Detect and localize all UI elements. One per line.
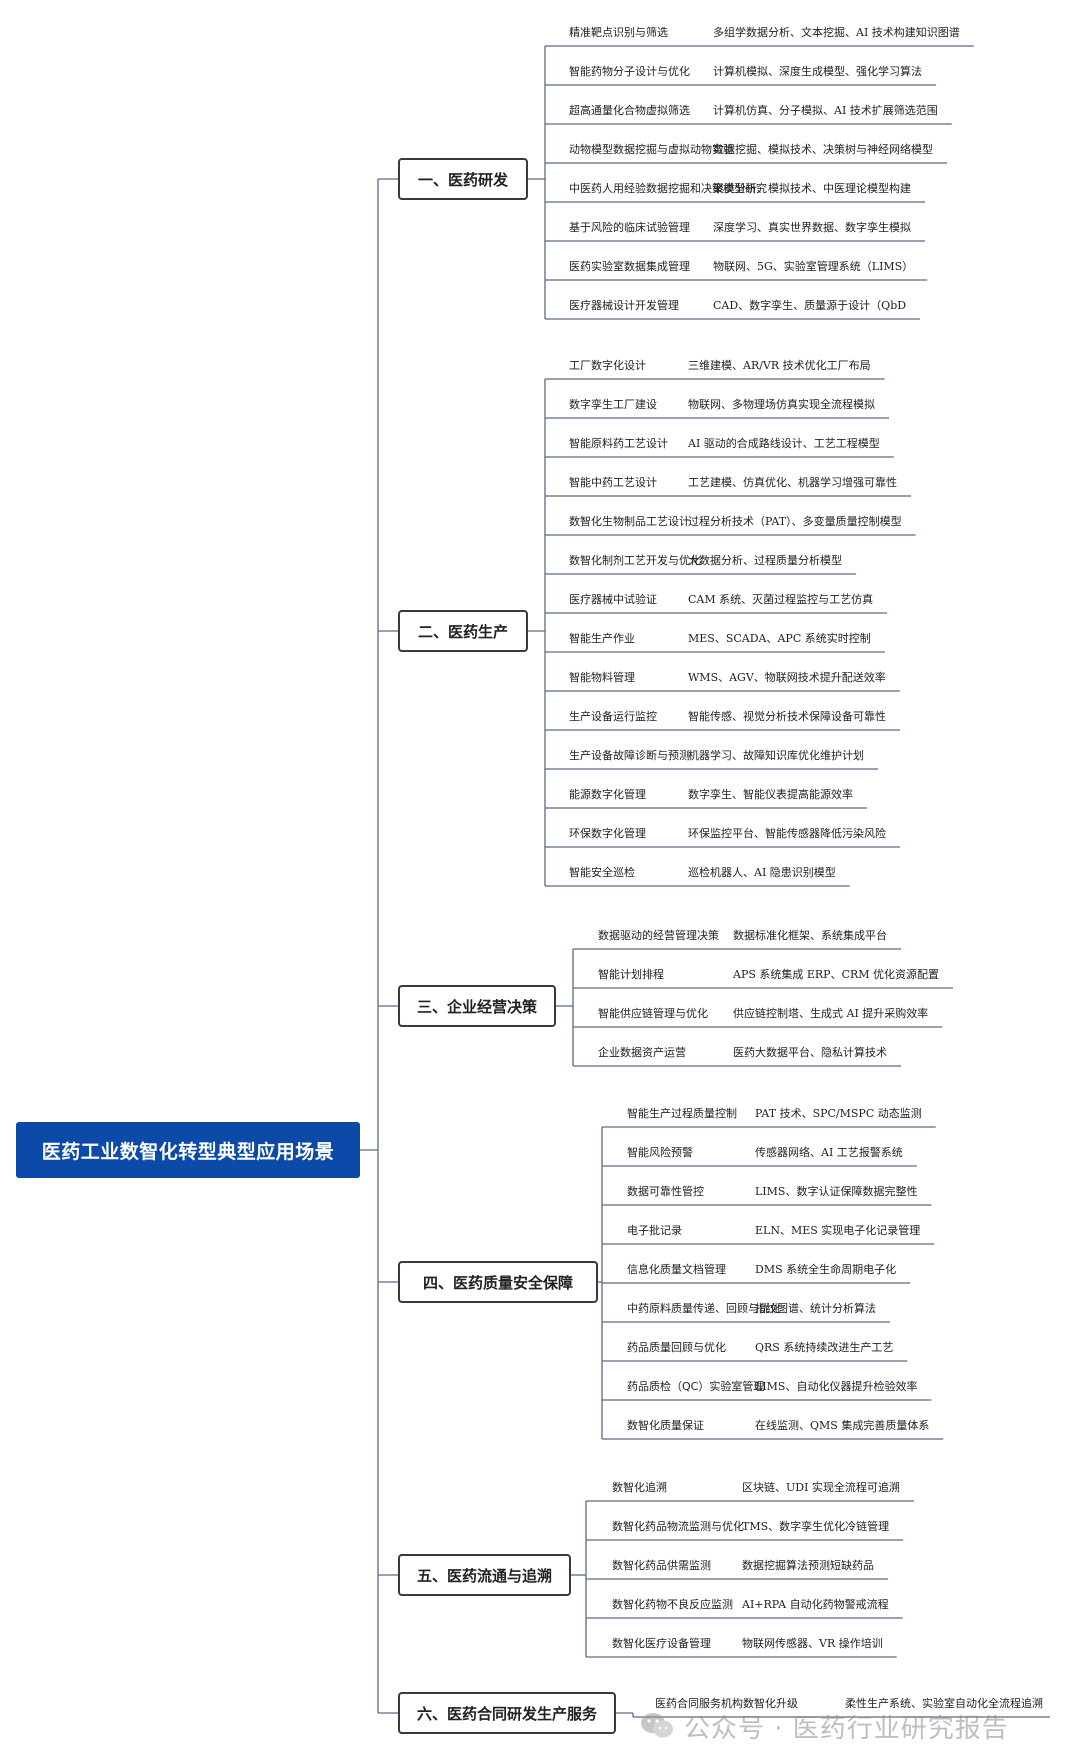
scene-label: 数智化制剂工艺开发与优化 <box>569 554 701 567</box>
technology-label: TMS、数字孪生优化冷链管理 <box>742 1520 890 1533</box>
technology-label: 物联网、多物理场仿真实现全流程模拟 <box>688 398 875 411</box>
scene-label: 药品质检（QC）实验室管理 <box>627 1380 765 1393</box>
scene-label: 数智化生物制品工艺设计 <box>569 515 690 528</box>
technology-label: 医药大数据平台、隐私计算技术 <box>733 1046 887 1059</box>
technology-label: 在线监测、QMS 集成完善质量体系 <box>755 1419 930 1432</box>
scene-label: 智能药物分子设计与优化 <box>569 65 690 78</box>
technology-label: 过程分析技术（PAT）、多变量质量控制模型 <box>688 515 902 528</box>
category-node: 二、医药生产 <box>398 610 528 652</box>
technology-label: 计算机模拟、深度生成模型、强化学习算法 <box>713 65 922 78</box>
technology-label: 工艺建模、仿真优化、机器学习增强可靠性 <box>688 476 897 489</box>
technology-label: ELN、MES 实现电子化记录管理 <box>755 1224 921 1237</box>
scene-label: 医疗器械设计开发管理 <box>569 299 679 312</box>
scene-label: 精准靶点识别与筛选 <box>569 26 668 39</box>
scene-label: 生产设备故障诊断与预测 <box>569 749 690 762</box>
technology-label: 计算机仿真、分子模拟、AI 技术扩展筛选范围 <box>713 104 938 117</box>
scene-label: 数据驱动的经营管理决策 <box>598 929 719 942</box>
technology-label: QRS 系统持续改进生产工艺 <box>755 1341 894 1354</box>
technology-label: 巡检机器人、AI 隐患识别模型 <box>688 866 836 879</box>
scene-label: 数智化药物不良反应监测 <box>612 1598 733 1611</box>
scene-label: 数智化追溯 <box>612 1481 667 1494</box>
technology-label: 环保监控平台、智能传感器降低污染风险 <box>688 827 886 840</box>
technology-label: 柔性生产系统、实验室自动化全流程追溯 <box>845 1697 1043 1710</box>
scene-label: 智能安全巡检 <box>569 866 635 879</box>
technology-label: CAD、数字孪生、质量源于设计（QbD <box>713 299 907 312</box>
watermark-text: 公众号 · 医药行业研究报告 <box>684 1713 1009 1744</box>
scene-label: 信息化质量文档管理 <box>627 1263 726 1276</box>
technology-label: 供应链控制塔、生成式 AI 提升采购效率 <box>733 1007 929 1020</box>
scene-label: 数智化质量保证 <box>627 1419 704 1432</box>
category-node: 四、医药质量安全保障 <box>398 1261 598 1303</box>
watermark: 公众号 · 医药行业研究报告 <box>640 1706 1009 1746</box>
scene-label: 医疗器械中试验证 <box>569 593 657 606</box>
technology-label: APS 系统集成 ERP、CRM 优化资源配置 <box>733 968 940 981</box>
scene-label: 智能计划排程 <box>598 968 664 981</box>
scene-label: 中医药人用经验数据挖掘和决策模型研究 <box>569 182 767 195</box>
category-node: 六、医药合同研发生产服务 <box>398 1692 616 1734</box>
category-node: 五、医药流通与追溯 <box>398 1554 571 1596</box>
technology-label: LIMS、数字认证保障数据完整性 <box>755 1185 918 1198</box>
scene-label: 动物模型数据挖掘与虚拟动物实验 <box>569 143 734 156</box>
root-topic: 医药工业数智化转型典型应用场景 <box>16 1122 360 1178</box>
technology-label: 区块链、UDI 实现全流程可追溯 <box>742 1481 900 1494</box>
scene-label: 智能生产作业 <box>569 632 635 645</box>
scene-label: 生产设备运行监控 <box>569 710 657 723</box>
scene-label: 数智化药品物流监测与优化 <box>612 1520 744 1533</box>
scene-label: 企业数据资产运营 <box>598 1046 686 1059</box>
technology-label: 数据挖掘、模拟技术、决策树与神经网络模型 <box>713 143 933 156</box>
technology-label: 物联网传感器、VR 操作培训 <box>742 1637 883 1650</box>
scene-label: 智能供应链管理与优化 <box>598 1007 708 1020</box>
technology-label: 传感器网络、AI 工艺报警系统 <box>755 1146 903 1159</box>
scene-label: 药品质量回顾与优化 <box>627 1341 726 1354</box>
technology-label: AI+RPA 自动化药物警戒流程 <box>742 1598 889 1611</box>
technology-label: 数据标准化框架、系统集成平台 <box>733 929 887 942</box>
scene-label: 中药原料质量传递、回顾与优化 <box>627 1302 781 1315</box>
technology-label: 数据挖掘算法预测短缺药品 <box>742 1559 874 1572</box>
scene-label: 电子批记录 <box>627 1224 682 1237</box>
scene-label: 能源数字化管理 <box>569 788 646 801</box>
scene-label: 医药实验室数据集成管理 <box>569 260 690 273</box>
scene-label: 智能风险预警 <box>627 1146 693 1159</box>
scene-label: 智能中药工艺设计 <box>569 476 657 489</box>
technology-label: MES、SCADA、APC 系统实时控制 <box>688 632 871 645</box>
technology-label: AI 驱动的合成路线设计、工艺工程模型 <box>688 437 880 450</box>
scene-label: 数字孪生工厂建设 <box>569 398 657 411</box>
scene-label: 基于风险的临床试验管理 <box>569 221 690 234</box>
scene-label: 工厂数字化设计 <box>569 359 646 372</box>
category-node: 一、医药研发 <box>398 158 528 200</box>
technology-label: CAM 系统、灭菌过程监控与工艺仿真 <box>688 593 874 606</box>
technology-label: 多组学数据分析、文本挖掘、AI 技术构建知识图谱 <box>713 26 960 39</box>
scene-label: 超高通量化合物虚拟筛选 <box>569 104 690 117</box>
technology-label: 深度学习、真实世界数据、数字孪生模拟 <box>713 221 911 234</box>
technology-label: 机器学习、故障知识库优化维护计划 <box>688 749 864 762</box>
technology-label: WMS、AGV、物联网技术提升配送效率 <box>688 671 886 684</box>
technology-label: PAT 技术、SPC/MSPC 动态监测 <box>755 1107 922 1120</box>
scene-label: 智能原料药工艺设计 <box>569 437 668 450</box>
technology-label: 大数据分析、过程质量分析模型 <box>688 554 842 567</box>
technology-label: 指纹图谱、统计分析算法 <box>755 1302 876 1315</box>
technology-label: 智能传感、视觉分析技术保障设备可靠性 <box>688 710 886 723</box>
technology-label: LIMS、自动化仪器提升检验效率 <box>755 1380 918 1393</box>
scene-label: 智能生产过程质量控制 <box>627 1107 737 1120</box>
wechat-icon <box>641 1713 673 1738</box>
scene-label: 数据可靠性管控 <box>627 1185 704 1198</box>
scene-label: 医药合同服务机构数智化升级 <box>655 1697 798 1710</box>
technology-label: 数字孪生、智能仪表提高能源效率 <box>688 788 853 801</box>
scene-label: 数智化药品供需监测 <box>612 1559 711 1572</box>
scene-label: 数智化医疗设备管理 <box>612 1637 711 1650</box>
category-node: 三、企业经营决策 <box>398 985 556 1027</box>
scene-label: 环保数字化管理 <box>569 827 646 840</box>
technology-label: DMS 系统全生命周期电子化 <box>755 1263 897 1276</box>
technology-label: 三维建模、AR/VR 技术优化工厂布局 <box>688 359 871 372</box>
technology-label: 物联网、5G、实验室管理系统（LIMS） <box>713 260 914 273</box>
technology-label: 聚类分析、模拟技术、中医理论模型构建 <box>713 182 911 195</box>
scene-label: 智能物料管理 <box>569 671 635 684</box>
